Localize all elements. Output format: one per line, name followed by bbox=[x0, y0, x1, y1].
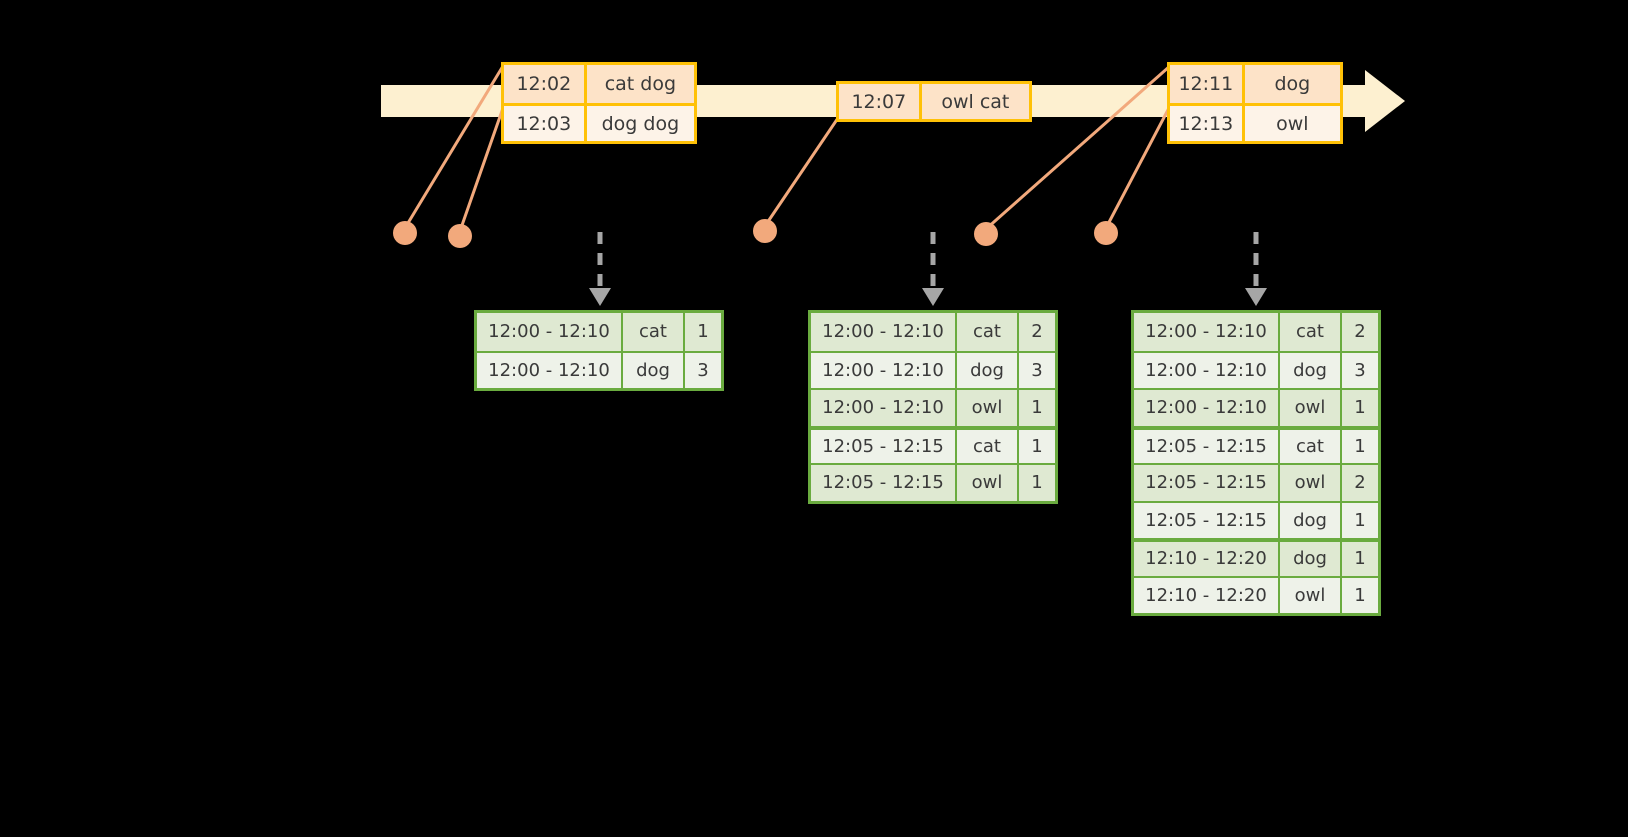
key-cell: dog bbox=[1280, 542, 1342, 576]
result-table-1: 12:00 - 12:10 cat 1 12:00 - 12:10 dog 3 bbox=[474, 310, 724, 391]
event-time: 12:07 bbox=[839, 84, 922, 119]
key-cell: cat bbox=[623, 313, 685, 351]
table-row: 12:05 - 12:15 cat 1 bbox=[1134, 425, 1378, 463]
table-row: 12:10 - 12:20 owl 1 bbox=[1134, 575, 1378, 613]
event-row: 12:07 owl cat bbox=[839, 84, 1029, 119]
timeline-arrow-icon bbox=[1365, 70, 1405, 132]
key-cell: dog bbox=[1280, 502, 1342, 538]
count-cell: 1 bbox=[1031, 435, 1043, 457]
table-row: 12:00 - 12:10 dog 3 bbox=[811, 350, 1055, 388]
event-group-1: 12:02 cat dog 12:03 dog dog bbox=[501, 62, 697, 144]
table-row: 12:00 - 12:10 cat 2 bbox=[811, 313, 1055, 351]
dashed-arrow-head-3 bbox=[1245, 288, 1267, 306]
table-row: 12:05 - 12:15 cat 1 bbox=[811, 425, 1055, 463]
window-cell: 12:05 - 12:15 bbox=[811, 429, 957, 463]
window-cell: 12:05 - 12:15 bbox=[1134, 429, 1280, 463]
key-cell: cat bbox=[1280, 429, 1342, 463]
key-cell: owl bbox=[1280, 465, 1342, 501]
count-cell: 2 bbox=[1354, 321, 1366, 343]
result-table-3: 12:00 - 12:10 cat 2 12:00 - 12:10 dog 3 … bbox=[1131, 310, 1381, 616]
key-cell: owl bbox=[957, 465, 1019, 501]
dashed-arrow-head-1 bbox=[589, 288, 611, 306]
window-cell: 12:00 - 12:10 bbox=[477, 313, 623, 351]
event-value: dog bbox=[1274, 73, 1311, 95]
result-table-2: 12:00 - 12:10 cat 2 12:00 - 12:10 dog 3 … bbox=[808, 310, 1058, 504]
count-cell: 1 bbox=[1354, 584, 1366, 606]
event-time: 12:02 bbox=[504, 65, 587, 103]
connector-line-3 bbox=[763, 117, 840, 227]
table-row: 12:05 - 12:15 dog 1 bbox=[1134, 500, 1378, 538]
connector-line-5 bbox=[1104, 105, 1172, 229]
window-cell: 12:05 - 12:15 bbox=[811, 465, 957, 501]
connector-dot-1 bbox=[393, 221, 417, 245]
count-cell: 3 bbox=[1031, 359, 1043, 381]
table-row: 12:00 - 12:10 owl 1 bbox=[1134, 388, 1378, 426]
event-value: owl cat bbox=[941, 90, 1010, 113]
key-cell: dog bbox=[623, 352, 685, 388]
table-row: 12:05 - 12:15 owl 1 bbox=[811, 463, 1055, 501]
window-cell: 12:05 - 12:15 bbox=[1134, 502, 1280, 538]
window-cell: 12:00 - 12:10 bbox=[477, 352, 623, 388]
event-row: 12:03 dog dog bbox=[504, 103, 694, 141]
key-cell: dog bbox=[957, 352, 1019, 388]
event-group-3: 12:11 dog 12:13 owl bbox=[1167, 62, 1343, 144]
event-row: 12:13 owl bbox=[1170, 103, 1340, 141]
event-value: owl bbox=[1276, 112, 1309, 135]
window-cell: 12:10 - 12:20 bbox=[1134, 577, 1280, 613]
count-cell: 1 bbox=[1354, 435, 1366, 457]
connector-dot-2 bbox=[448, 224, 472, 248]
table-row: 12:05 - 12:15 owl 2 bbox=[1134, 463, 1378, 501]
window-cell: 12:00 - 12:10 bbox=[811, 390, 957, 426]
key-cell: owl bbox=[957, 390, 1019, 426]
dashed-arrow-heads bbox=[589, 288, 1267, 306]
window-cell: 12:05 - 12:15 bbox=[1134, 465, 1280, 501]
table-row: 12:00 - 12:10 cat 2 bbox=[1134, 313, 1378, 351]
count-cell: 1 bbox=[1031, 472, 1043, 494]
event-time: 12:13 bbox=[1170, 106, 1245, 141]
table-row: 12:00 - 12:10 dog 3 bbox=[1134, 350, 1378, 388]
key-cell: dog bbox=[1280, 352, 1342, 388]
count-cell: 1 bbox=[1031, 397, 1043, 419]
key-cell: owl bbox=[1280, 577, 1342, 613]
table-row: 12:10 - 12:20 dog 1 bbox=[1134, 538, 1378, 576]
event-row: 12:11 dog bbox=[1170, 65, 1340, 103]
event-group-2: 12:07 owl cat bbox=[836, 81, 1032, 122]
window-cell: 12:00 - 12:10 bbox=[1134, 352, 1280, 388]
event-value: dog dog bbox=[601, 112, 680, 135]
dashed-arrow-head-2 bbox=[922, 288, 944, 306]
window-cell: 12:10 - 12:20 bbox=[1134, 542, 1280, 576]
count-cell: 1 bbox=[697, 321, 709, 343]
window-cell: 12:00 - 12:10 bbox=[1134, 313, 1280, 351]
key-cell: owl bbox=[1280, 390, 1342, 426]
table-row: 12:00 - 12:10 owl 1 bbox=[811, 388, 1055, 426]
event-time: 12:03 bbox=[504, 106, 587, 141]
count-cell: 3 bbox=[1354, 359, 1366, 381]
window-cell: 12:00 - 12:10 bbox=[1134, 390, 1280, 426]
dashed-arrows bbox=[597, 232, 1259, 288]
count-cell: 2 bbox=[1354, 472, 1366, 494]
key-cell: cat bbox=[957, 313, 1019, 351]
event-time: 12:11 bbox=[1170, 65, 1245, 103]
connector-line-2 bbox=[458, 107, 505, 232]
key-cell: cat bbox=[957, 429, 1019, 463]
event-row: 12:02 cat dog bbox=[504, 65, 694, 103]
window-cell: 12:00 - 12:10 bbox=[811, 313, 957, 351]
connector-dot-3 bbox=[753, 219, 777, 243]
window-cell: 12:00 - 12:10 bbox=[811, 352, 957, 388]
count-cell: 1 bbox=[1354, 548, 1366, 570]
table-row: 12:00 - 12:10 cat 1 bbox=[477, 313, 721, 351]
count-cell: 1 bbox=[1354, 397, 1366, 419]
count-cell: 1 bbox=[1354, 509, 1366, 531]
connector-dot-4 bbox=[974, 222, 998, 246]
table-row: 12:00 - 12:10 dog 3 bbox=[477, 350, 721, 388]
count-cell: 3 bbox=[697, 359, 709, 381]
key-cell: cat bbox=[1280, 313, 1342, 351]
connector-dot-5 bbox=[1094, 221, 1118, 245]
event-value: cat dog bbox=[604, 73, 677, 95]
count-cell: 2 bbox=[1031, 321, 1043, 343]
